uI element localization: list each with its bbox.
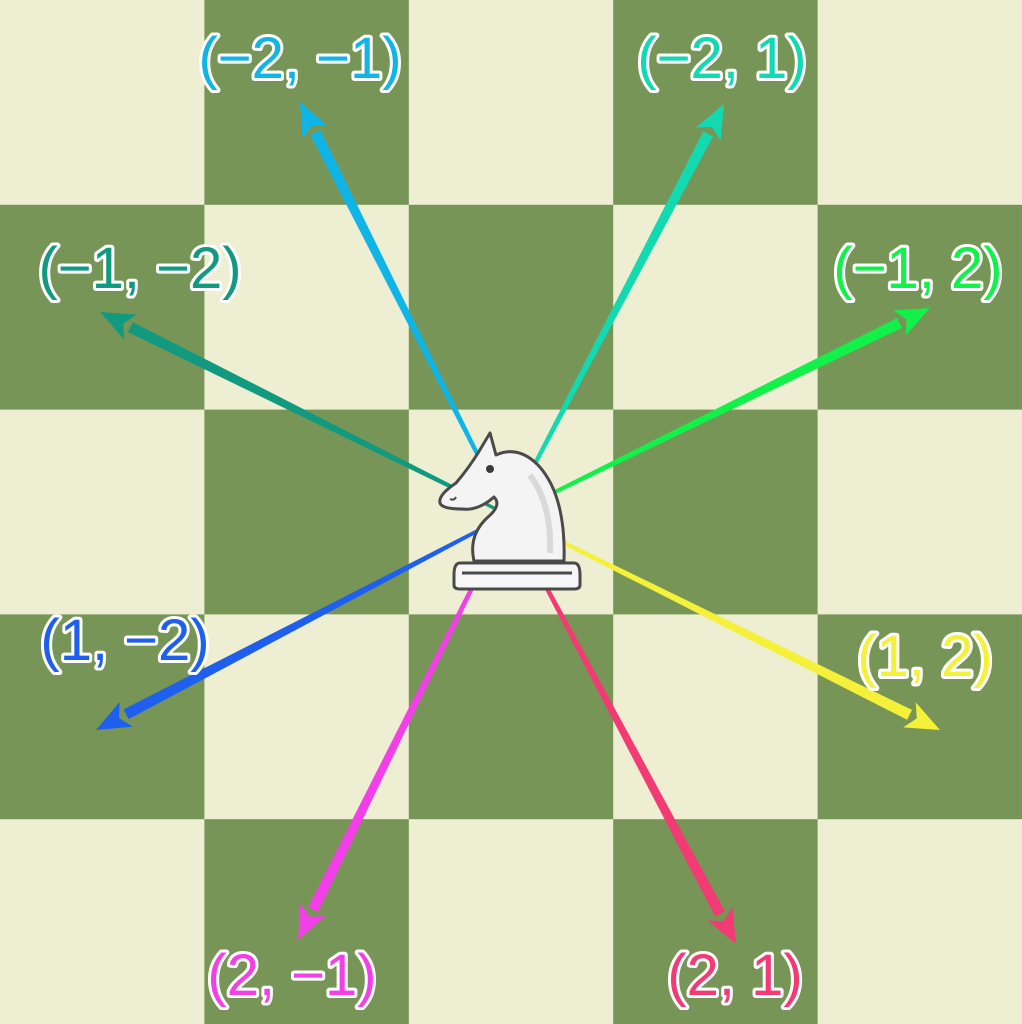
move-arrow-head <box>903 702 940 730</box>
board-square <box>817 819 1022 1024</box>
board-square <box>204 0 410 206</box>
move-label: (2, −1) <box>207 943 376 1008</box>
board-square <box>0 409 205 615</box>
move-arrow-shaft <box>506 131 714 516</box>
move-label: (−2, −1) <box>198 26 401 91</box>
move-arrow-head <box>298 903 326 940</box>
move-label: (1, −2) <box>40 608 209 673</box>
move-arrow-shaft <box>507 513 913 720</box>
board-square <box>408 0 614 206</box>
move-arrow-head <box>300 102 328 139</box>
board-square <box>204 409 410 615</box>
board-square <box>204 614 410 820</box>
move-label: (−1, −2) <box>38 236 241 301</box>
move-arrow-head <box>893 308 930 336</box>
move-arrow-head <box>96 701 133 730</box>
board-square <box>0 614 205 820</box>
move-arrow-head <box>707 907 736 944</box>
board-square <box>817 0 1022 206</box>
board-square <box>0 0 205 206</box>
move-arrow-shaft <box>310 129 510 516</box>
board-square <box>0 819 205 1024</box>
move-arrow-head <box>695 104 724 141</box>
board-square <box>817 204 1022 411</box>
board-square <box>613 614 819 820</box>
board-square <box>0 204 205 411</box>
board-square <box>408 819 614 1024</box>
move-arrow-shaft <box>308 514 510 912</box>
white-knight-icon <box>438 431 582 591</box>
move-arrow-shaft <box>506 514 725 917</box>
move-arrows <box>96 102 940 944</box>
board-square <box>613 0 819 206</box>
move-labels: (−2, −1) (−2, 1) (−1, −2) (−1, 2) (1, −2) (1,… <box>35 23 1005 1011</box>
board-square <box>408 614 614 820</box>
board-square <box>204 204 410 411</box>
move-arrow-shaft <box>507 318 902 517</box>
move-arrow-shaft <box>127 322 509 517</box>
move-label: (−2, 1) <box>637 26 806 91</box>
move-label: (2, 1) <box>667 943 802 1008</box>
move-label: (1, 2) <box>857 624 992 689</box>
board-square <box>817 409 1022 615</box>
move-arrow-shaft <box>123 513 509 720</box>
move-arrow-head <box>100 312 137 340</box>
move-label: (−1, 2) <box>833 236 1002 301</box>
